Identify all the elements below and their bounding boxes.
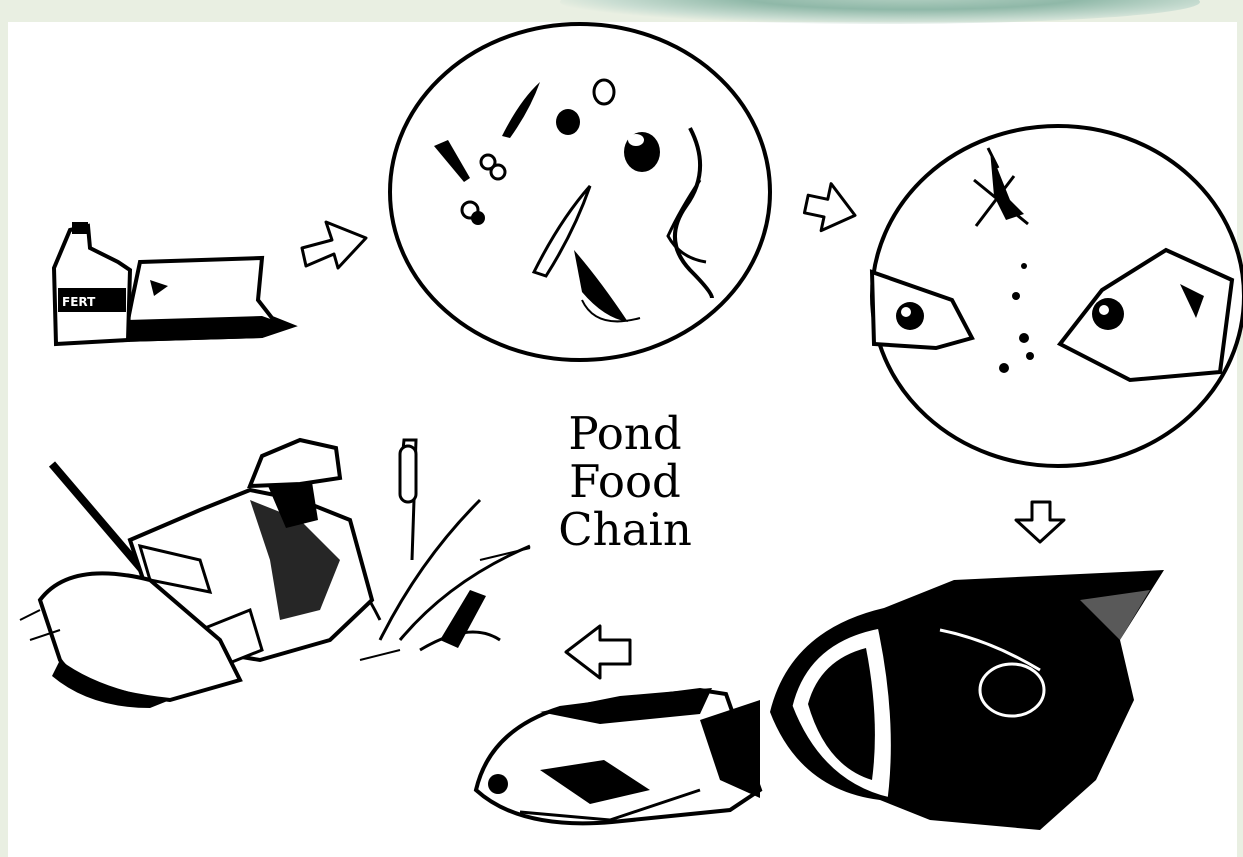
left-fish-eye [896,302,924,330]
right-fish-eye [1092,298,1124,330]
plankton-circle-icon [390,24,770,360]
bluegill-eye [488,774,508,794]
food-particle [999,363,1009,373]
right-fish-eye-glint [1099,305,1109,315]
reed-shadow [440,590,486,648]
plankton-circle [390,24,770,360]
fisherman-cap [250,440,340,486]
food-particle [1012,292,1020,300]
title-line-food: Food [540,458,710,506]
title-line-chain: Chain [540,506,710,554]
cattail-head [400,446,416,502]
arrow-right-icon [802,180,861,237]
reed-leaves [340,500,530,650]
fertilizer-bottle-cap [72,222,88,234]
cyclops-shape [556,109,580,135]
food-particle [1021,263,1027,269]
algae-cell-2 [491,165,505,179]
fertilizer-bottle [54,226,130,344]
arrow-right-icon [302,222,366,268]
insects-fish-eating-circle-icon [872,126,1243,466]
food-particle [1026,352,1034,360]
title-line-pond: Pond [540,410,710,458]
rotifer-shape [594,80,614,104]
fertilizer-bottle-label: FERT [62,295,96,309]
fisherman-icon [20,440,530,708]
diagram-title: Pond Food Chain [540,410,710,554]
fertilizer-bag-and-bottle-icon: FERT [54,222,292,344]
fertilizer-bag-shadow [124,316,290,342]
arrow-down-icon [1016,502,1064,542]
arrow-left-icon [566,626,630,678]
bluegill-fish-icon [476,688,760,823]
daphnia-highlight [628,134,644,146]
largemouth-bass-icon [770,570,1164,830]
food-particle [1019,333,1029,343]
algae-cell-4 [471,211,485,225]
bass-eye [980,664,1044,716]
left-fish-eye-glint [901,307,911,317]
